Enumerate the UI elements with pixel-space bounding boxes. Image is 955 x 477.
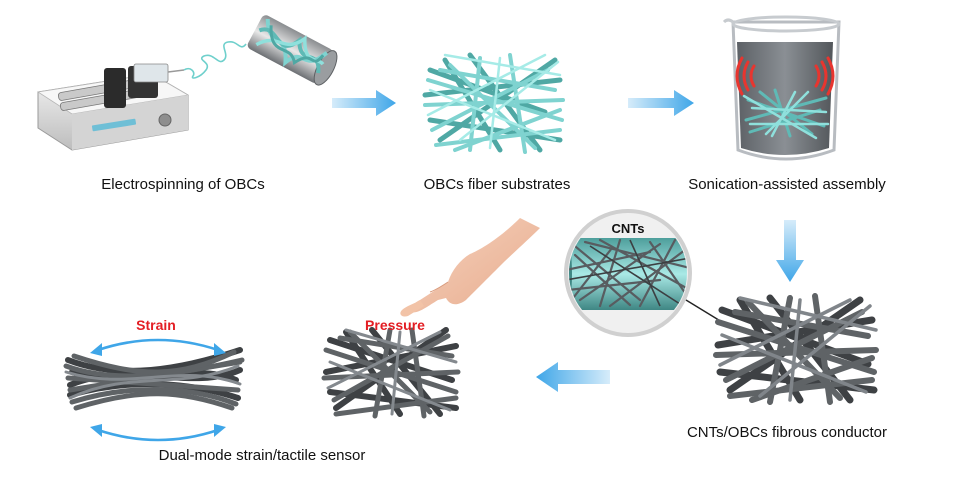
cnt-magnified-view bbox=[564, 209, 692, 337]
flow-arrow-3 bbox=[776, 220, 804, 282]
zoom-leader-line bbox=[685, 299, 723, 323]
label-pressure: Pressure bbox=[365, 317, 425, 333]
ultrasound-wave-icon bbox=[735, 56, 835, 96]
caption-sonication: Sonication-assisted assembly bbox=[688, 176, 886, 193]
flow-arrow-4 bbox=[536, 362, 610, 392]
strain-sensor-block bbox=[63, 347, 245, 411]
finger-press-illustration bbox=[400, 218, 540, 317]
strain-stretch-arrows bbox=[97, 338, 219, 442]
syringe-pump-illustration bbox=[36, 63, 190, 151]
collector-drum bbox=[247, 15, 338, 86]
flow-arrow-1 bbox=[332, 90, 396, 116]
caption-electrospinning: Electrospinning of OBCs bbox=[101, 176, 264, 193]
flow-arrow-2 bbox=[628, 90, 694, 116]
caption-sensor: Dual-mode strain/tactile sensor bbox=[159, 447, 366, 464]
label-cnts: CNTs bbox=[612, 221, 645, 236]
cnt-obc-conductor bbox=[713, 293, 879, 405]
caption-conductor: CNTs/OBCs fibrous conductor bbox=[687, 424, 887, 441]
obc-fiber-substrate bbox=[422, 52, 565, 154]
caption-fiber-substrates: OBCs fiber substrates bbox=[424, 176, 571, 193]
strain-arrowheads bbox=[90, 343, 226, 437]
electrospinning-jet bbox=[183, 41, 247, 79]
label-strain: Strain bbox=[136, 317, 176, 333]
sonication-beaker bbox=[722, 15, 841, 161]
pressure-sensor-block bbox=[321, 327, 461, 419]
